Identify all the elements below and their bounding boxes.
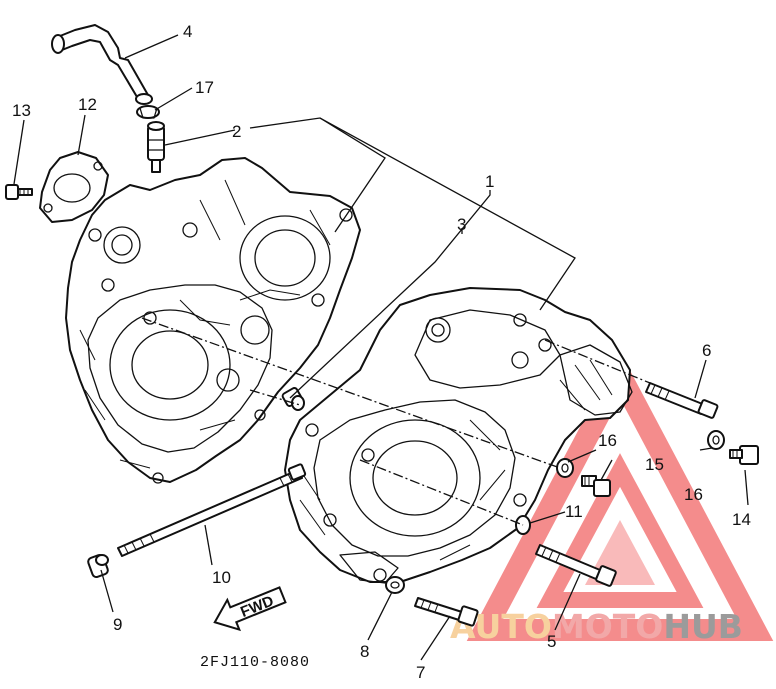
bolt-7: [414, 597, 479, 627]
breather-nipple: [147, 121, 165, 173]
breather-hose: [51, 24, 153, 105]
part-label-13: 13: [12, 101, 31, 120]
alignment-lines: [141, 317, 651, 526]
bolt-14: [729, 445, 759, 465]
bolt-5: [535, 544, 617, 587]
part-label-10: 10: [212, 568, 231, 587]
part-label-6: 6: [702, 341, 711, 360]
part-label-15: 15: [645, 455, 664, 474]
part-label-1: 1: [485, 172, 494, 191]
svg-text:AUTOMOTOHUB: AUTOMOTOHUB: [450, 607, 743, 646]
part-label-9: 9: [113, 615, 122, 634]
fwd-arrow-icon: FWD: [213, 586, 287, 632]
washer-16-right: [707, 430, 725, 450]
bolt-6: [645, 382, 719, 419]
hose-clip: [136, 105, 160, 119]
part-label-14: 14: [732, 510, 751, 529]
crankcase-left: [65, 157, 361, 484]
watermark-text-moto: MOTO: [552, 607, 663, 646]
long-stud-bolt: [117, 463, 307, 557]
crankcase-right: [284, 287, 633, 584]
part-label-4: 4: [183, 22, 192, 41]
part-label-8: 8: [360, 642, 369, 661]
watermark-text-hub: HUB: [663, 607, 743, 646]
bolt-15: [581, 475, 611, 497]
part-label-17: 17: [195, 78, 214, 97]
washer-16-left: [556, 458, 574, 478]
leader-lines: [13, 34, 749, 661]
part-label-12: 12: [78, 95, 97, 114]
part-label-5: 5: [547, 632, 556, 651]
gasket-plate: [39, 151, 109, 223]
part-label-7: 7: [416, 663, 425, 682]
dowel-pin: [281, 387, 305, 411]
part-label-11: 11: [565, 502, 583, 521]
part-label-3: 3: [457, 215, 466, 234]
cap-nut: [87, 553, 109, 579]
part-number-labels: 4 17 2 1 3 12 13 6 16 15 16 14 11 5 7 8 …: [12, 22, 751, 682]
washer-8: [385, 576, 405, 594]
fwd-text: FWD: [238, 592, 276, 621]
part-label-16-right: 16: [684, 485, 703, 504]
part-label-16-left: 16: [598, 431, 617, 450]
drawing-code: 2FJ110-8080: [200, 654, 310, 671]
bolt-13: [5, 184, 33, 200]
watermark: AUTOMOTOHUB: [450, 351, 774, 646]
part-label-2: 2: [232, 122, 241, 141]
